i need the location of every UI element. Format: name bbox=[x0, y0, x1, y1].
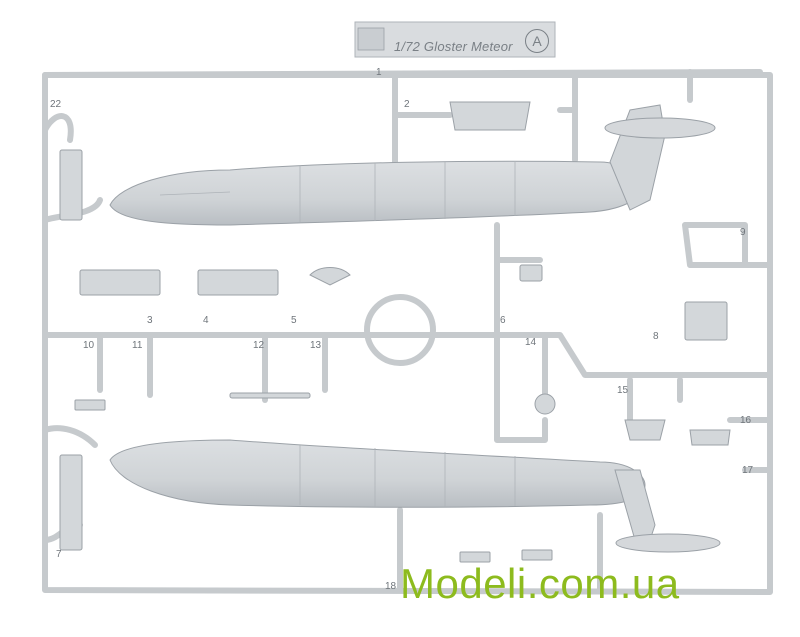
part-number-tag: 4 bbox=[203, 315, 209, 326]
part-number-tag: 22 bbox=[50, 99, 62, 110]
part-number-tag: 12 bbox=[253, 340, 265, 351]
part-number-tag: 3 bbox=[147, 315, 153, 326]
part-number-tag: 13 bbox=[310, 340, 322, 351]
fuselage-upper bbox=[109, 104, 716, 226]
part-number-tag: 15 bbox=[617, 385, 629, 396]
part-number-tag: 14 bbox=[525, 337, 537, 348]
small-parts bbox=[59, 101, 731, 563]
part-number-tag: 17 bbox=[742, 465, 754, 476]
part-number-tag: 10 bbox=[83, 340, 95, 351]
part-number-tag: 6 bbox=[500, 315, 506, 326]
part-number-tag: 16 bbox=[740, 415, 752, 426]
fuselage-lower bbox=[109, 439, 721, 553]
part-number-tag: 11 bbox=[132, 340, 143, 351]
part-number-tag: 18 bbox=[385, 581, 397, 592]
part-number-tag: 9 bbox=[740, 227, 746, 238]
part-number-tag: 5 bbox=[291, 315, 297, 326]
part-number-tag: 7 bbox=[56, 549, 62, 560]
sprue-letter-badge: A bbox=[525, 29, 549, 53]
part-number-tag: 2 bbox=[404, 99, 410, 110]
part-number-tag: 8 bbox=[653, 331, 659, 342]
sprue-title: 1/72 Gloster Meteor bbox=[394, 39, 513, 54]
watermark-text: Modeli.com.ua bbox=[400, 560, 680, 607]
part-number-tag: 1 bbox=[376, 67, 382, 78]
